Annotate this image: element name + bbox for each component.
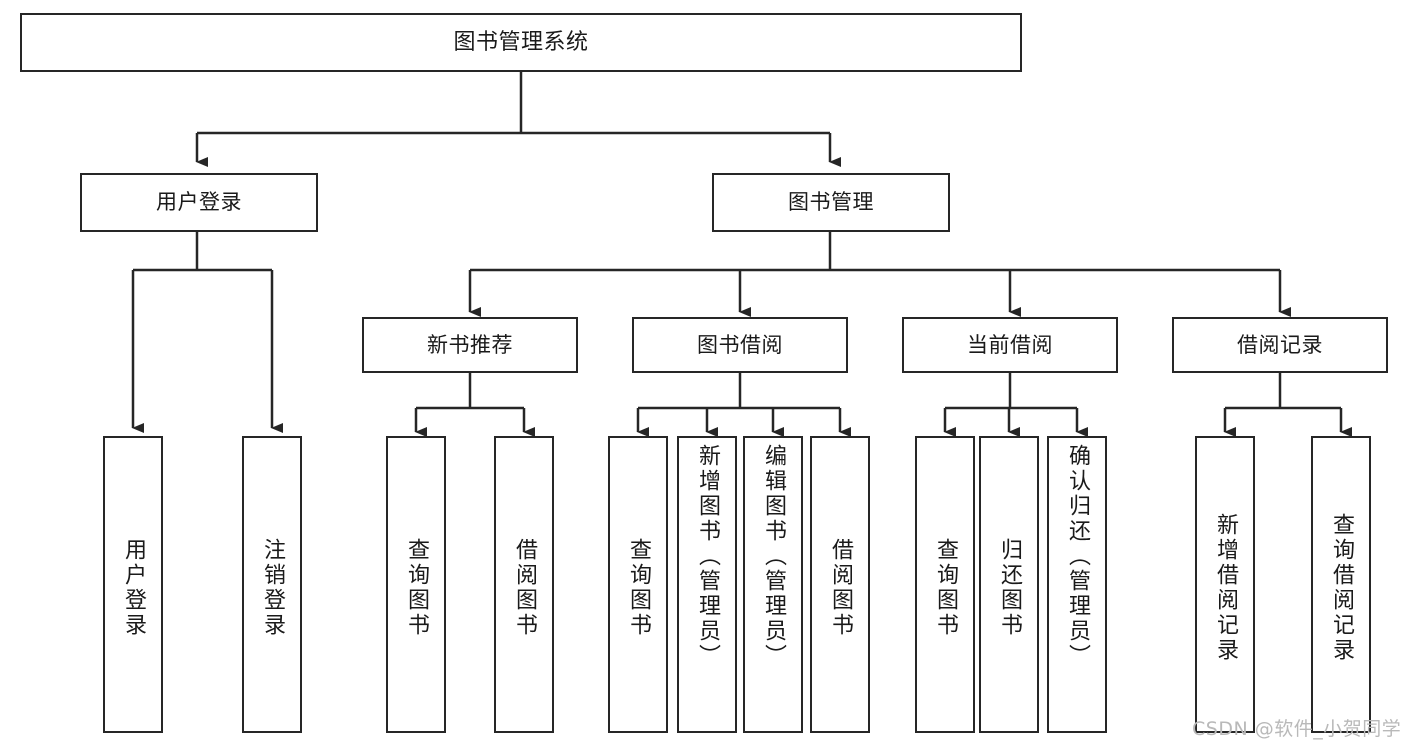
node-borrow-record[interactable]: 借阅记录 <box>1172 317 1388 373</box>
leaf-query-book-3[interactable]: 查询图书 <box>915 436 975 733</box>
leaf-add-record-label: 新增借阅记录 <box>1213 512 1238 663</box>
csdn-watermark: CSDN @软件_小贺同学 <box>1192 718 1402 740</box>
leaf-borrow-book-2-label: 借阅图书 <box>828 537 853 638</box>
node-root[interactable]: 图书管理系统 <box>20 13 1022 72</box>
node-book-borrow-label: 图书借阅 <box>697 332 783 357</box>
leaf-query-book-2[interactable]: 查询图书 <box>608 436 668 733</box>
node-new-book-recommend-label: 新书推荐 <box>427 332 513 357</box>
node-root-label: 图书管理系统 <box>453 29 589 55</box>
leaf-borrow-book-1-label: 借阅图书 <box>512 537 537 638</box>
node-user-login[interactable]: 用户登录 <box>80 173 318 232</box>
leaf-query-record[interactable]: 查询借阅记录 <box>1311 436 1371 733</box>
leaf-query-record-label: 查询借阅记录 <box>1329 512 1354 663</box>
leaf-user-login[interactable]: 用户登录 <box>103 436 163 733</box>
leaf-add-record[interactable]: 新增借阅记录 <box>1195 436 1255 733</box>
leaf-logout-login[interactable]: 注销登录 <box>242 436 302 733</box>
leaf-borrow-book-1[interactable]: 借阅图书 <box>494 436 554 733</box>
node-user-login-label: 用户登录 <box>156 190 242 215</box>
leaf-add-book[interactable]: 新增图书（管理员） <box>677 436 737 733</box>
leaf-query-book-2-label: 查询图书 <box>626 537 651 638</box>
leaf-edit-book-label: 编辑图书（管理员） <box>761 444 786 669</box>
node-current-borrow-label: 当前借阅 <box>967 332 1053 357</box>
node-book-borrow[interactable]: 图书借阅 <box>632 317 848 373</box>
node-book-management[interactable]: 图书管理 <box>712 173 950 232</box>
leaf-return-book[interactable]: 归还图书 <box>979 436 1039 733</box>
leaf-return-book-label: 归还图书 <box>997 537 1022 638</box>
leaf-add-book-label: 新增图书（管理员） <box>695 444 720 669</box>
leaf-confirm-return[interactable]: 确认归还（管理员） <box>1047 436 1107 733</box>
node-book-management-label: 图书管理 <box>788 190 874 215</box>
leaf-confirm-return-label: 确认归还（管理员） <box>1065 444 1090 669</box>
leaf-user-login-label: 用户登录 <box>121 537 146 638</box>
leaf-query-book-3-label: 查询图书 <box>933 537 958 638</box>
node-new-book-recommend[interactable]: 新书推荐 <box>362 317 578 373</box>
leaf-edit-book[interactable]: 编辑图书（管理员） <box>743 436 803 733</box>
node-borrow-record-label: 借阅记录 <box>1237 332 1323 357</box>
leaf-query-book-1[interactable]: 查询图书 <box>386 436 446 733</box>
node-current-borrow[interactable]: 当前借阅 <box>902 317 1118 373</box>
leaf-query-book-1-label: 查询图书 <box>404 537 429 638</box>
leaf-borrow-book-2[interactable]: 借阅图书 <box>810 436 870 733</box>
leaf-logout-login-label: 注销登录 <box>260 537 285 638</box>
